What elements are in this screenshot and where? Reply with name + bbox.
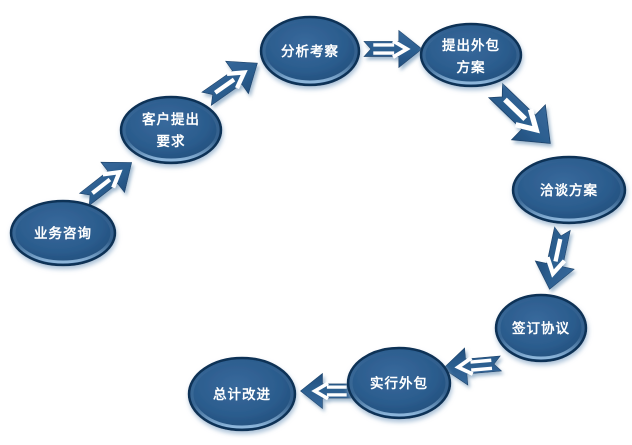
flow-node-implement-outsourcing: 实行外包	[346, 346, 452, 420]
node-label: 实行外包	[370, 375, 428, 392]
node-label-line2: 要求	[157, 133, 186, 150]
flow-node-customer-requirements: 客户提出 要求	[119, 95, 223, 165]
flow-node-summary-improvement: 总计改进	[187, 356, 297, 432]
flow-node-negotiate-plan: 洽谈方案	[511, 155, 627, 225]
arrow-step-2-to-3-icon	[195, 47, 269, 115]
node-label-line2: 方案	[457, 59, 486, 76]
arrow-step-5-to-6-icon	[530, 225, 582, 294]
node-label: 业务咨询	[34, 225, 92, 242]
node-label: 总计改进	[213, 386, 271, 403]
flow-node-business-consulting: 业务咨询	[9, 199, 117, 267]
flow-node-analysis-inspection: 分析考察	[259, 15, 361, 87]
arrow-step-4-to-5-icon	[479, 73, 567, 161]
node-label-line1: 客户提出	[141, 111, 200, 128]
flow-node-sign-agreement: 签订协议	[494, 293, 588, 363]
node-label: 洽谈方案	[540, 182, 598, 199]
flow-node-outsourcing-proposal: 提出外包 方案	[419, 22, 523, 88]
node-label: 分析考察	[281, 43, 339, 60]
node-label: 签订协议	[511, 320, 570, 337]
arrow-step-3-to-4-icon	[362, 28, 424, 70]
node-label-line1: 提出外包	[442, 37, 500, 54]
